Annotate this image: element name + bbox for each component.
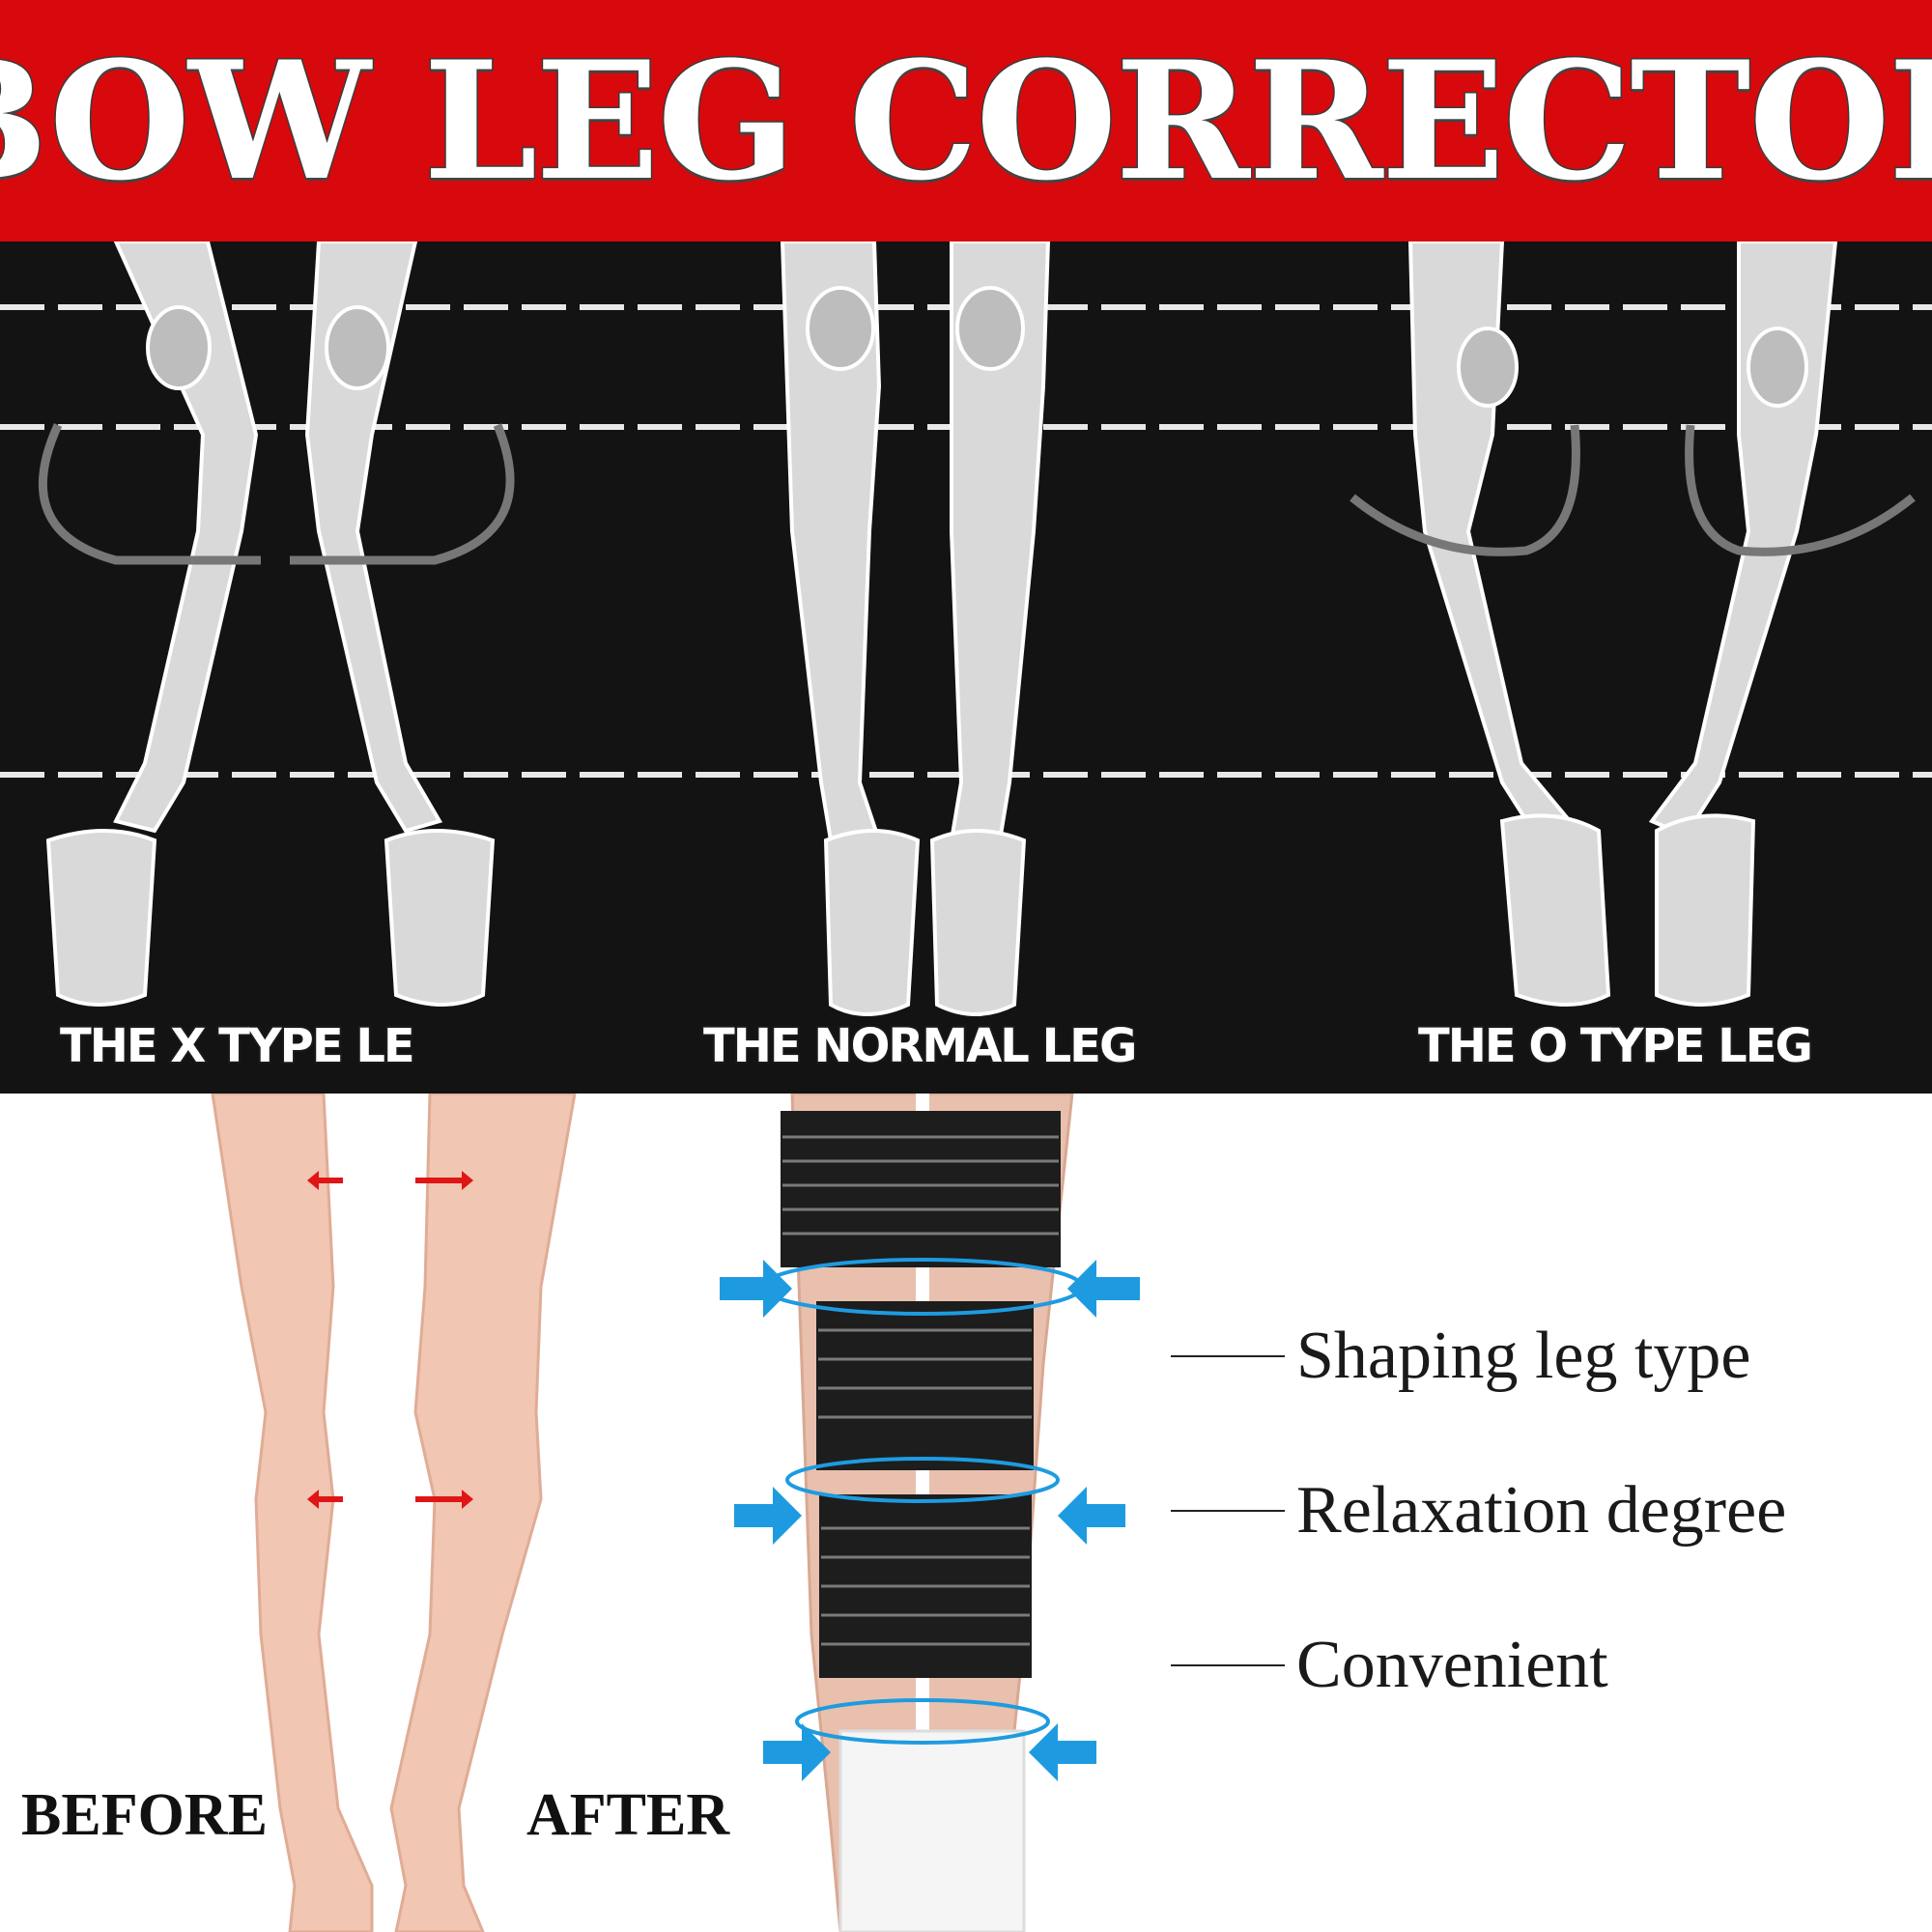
skeleton-panel: THE X TYPE LE THE NORMAL LEG THE O TYPE … [0, 242, 1932, 1094]
feature-text: Relaxation degree [1296, 1473, 1787, 1548]
before-label: BEFORE [21, 1782, 268, 1848]
o-type-arrows [1350, 424, 1916, 556]
title-banner: BOW LEG CORRECTOR [0, 0, 1932, 242]
blue-arrows [720, 1260, 1140, 1781]
photo-panel: BEFORE AFTER Shaping leg type Relaxation… [0, 1094, 1932, 1932]
feature-leader-line [1171, 1664, 1285, 1666]
feature-text: Convenient [1296, 1628, 1608, 1702]
product-illustration [211, 1094, 1140, 1932]
o-type-label: THE O TYPE LEG [1416, 1017, 1815, 1075]
red-arrows [307, 1171, 473, 1509]
feature-relaxation: Relaxation degree [1171, 1472, 1786, 1549]
banner-title: BOW LEG CORRECTOR [0, 24, 1932, 218]
normal-legs [780, 242, 1051, 1016]
strapped-legs-image [781, 1094, 1074, 1932]
feature-leader-line [1171, 1510, 1285, 1512]
feature-shaping: Shaping leg type [1171, 1318, 1750, 1395]
bare-legs-image [211, 1094, 577, 1932]
normal-label: THE NORMAL LEG [701, 1017, 1139, 1075]
feature-text: Shaping leg type [1296, 1319, 1751, 1393]
x-type-label: THE X TYPE LE [58, 1017, 417, 1075]
after-label: AFTER [526, 1782, 730, 1848]
skeleton-illustration [0, 242, 1932, 1016]
x-type-arrows [38, 423, 515, 565]
feature-leader-line [1171, 1355, 1285, 1357]
o-type-legs [1407, 242, 1838, 1007]
feature-convenient: Convenient [1171, 1627, 1608, 1704]
x-type-legs [45, 242, 496, 1007]
